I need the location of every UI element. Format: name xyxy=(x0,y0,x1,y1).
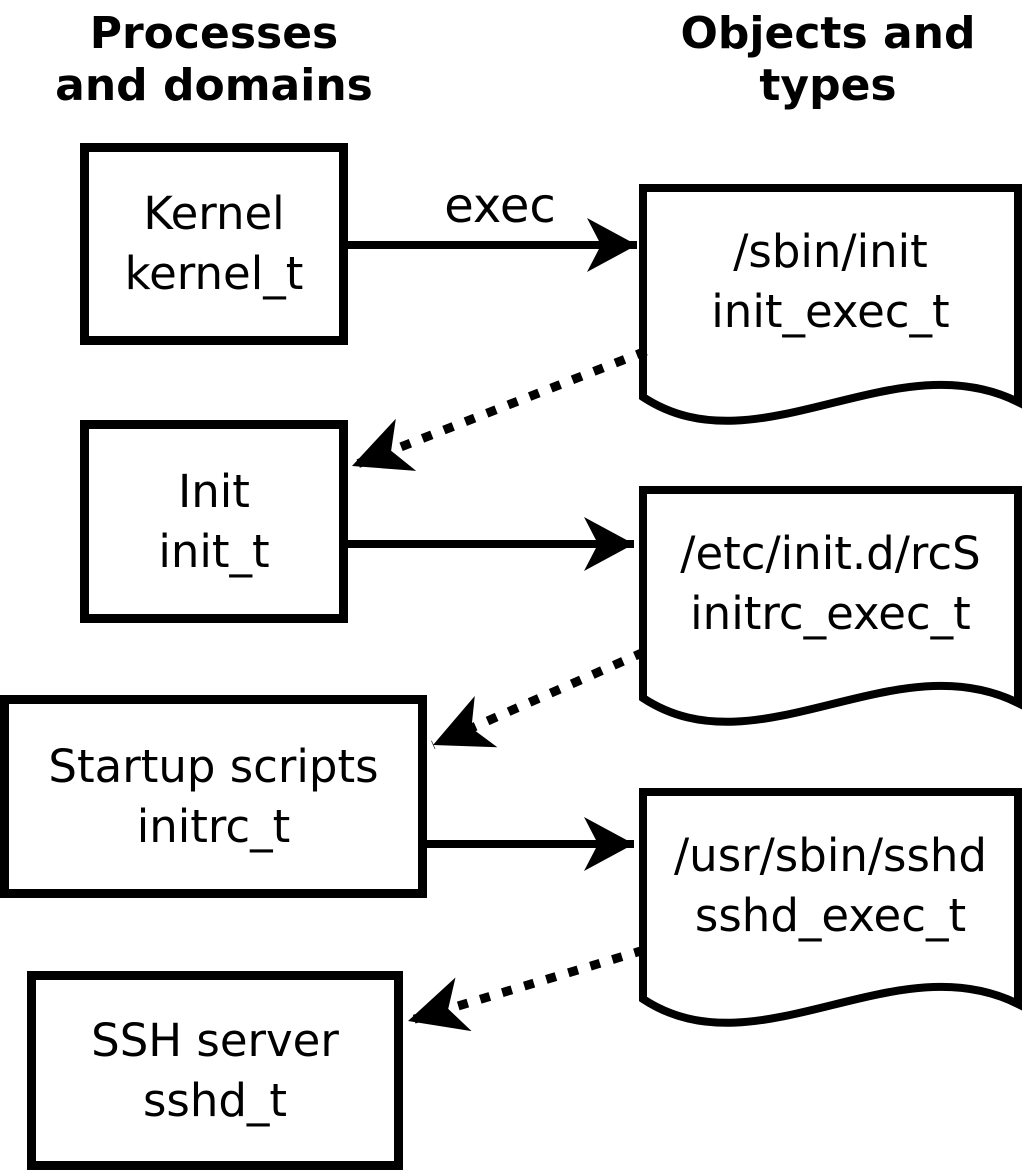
process-box-startup-scripts: Startup scripts initrc_t xyxy=(0,695,427,898)
document-shape-sbin-init xyxy=(639,184,1022,425)
header-line: types xyxy=(759,60,897,111)
dotted-arrow-sbin-init-to-init xyxy=(350,346,648,471)
process-box-init: Init init_t xyxy=(80,420,348,623)
process-label: SSH server xyxy=(91,1013,339,1067)
process-label: Kernel xyxy=(143,187,285,240)
process-label: Startup scripts xyxy=(48,739,379,793)
dotted-arrow-rcs-to-initrc xyxy=(431,647,646,750)
column-header-objects: Objects and types xyxy=(618,8,1024,112)
process-type: kernel_t xyxy=(124,247,304,300)
header-line: and domains xyxy=(55,60,373,111)
column-header-processes: Processes and domains xyxy=(4,8,424,112)
document-shape-etc-initd-rcs xyxy=(639,486,1022,726)
edge-label-exec: exec xyxy=(444,178,556,234)
document-shape-usr-sbin-sshd xyxy=(639,788,1022,1027)
process-type: sshd_t xyxy=(142,1073,288,1127)
process-type: init_t xyxy=(158,524,270,578)
header-line: Processes xyxy=(89,8,339,59)
process-box-ssh-server: SSH server sshd_t xyxy=(27,971,403,1170)
process-label: Init xyxy=(178,464,250,518)
process-type: initrc_t xyxy=(136,799,291,853)
dotted-arrow-sshd-to-sshserver xyxy=(406,945,646,1032)
process-box-kernel: Kernel kernel_t xyxy=(80,143,348,345)
header-line: Objects and xyxy=(680,8,976,59)
